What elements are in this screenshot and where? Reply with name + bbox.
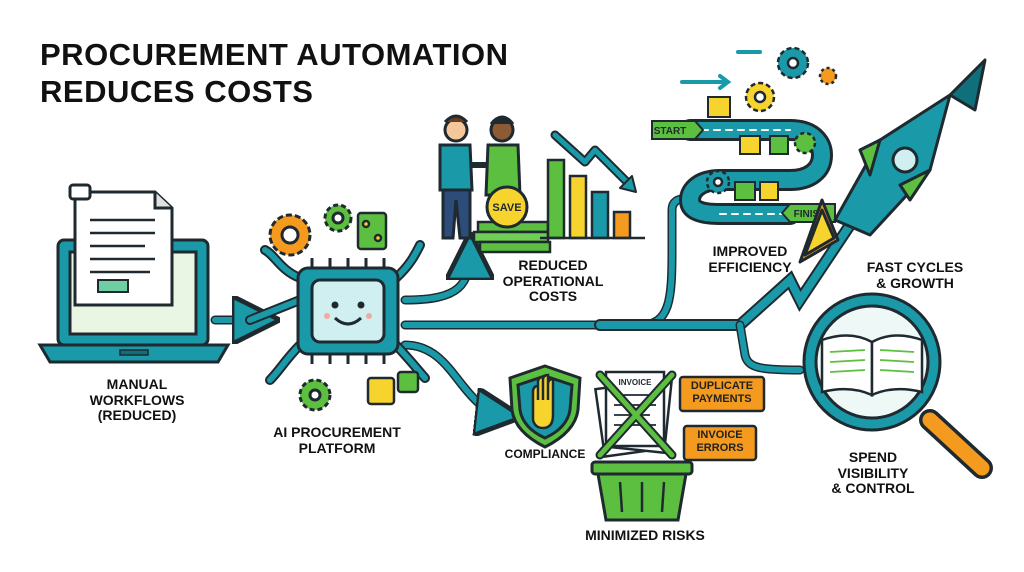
speed-arrows-icon	[680, 50, 762, 90]
label-reduced-costs: REDUCED OPERATIONAL COSTS	[502, 257, 604, 305]
label-fast-cycles: FAST CYCLES & GROWTH	[866, 259, 964, 291]
invoice-errors-text: INVOICE ERRORS	[696, 429, 744, 454]
rocket-icon	[798, 58, 987, 264]
label-ai-platform: AI PROCUREMENT PLATFORM	[273, 424, 401, 456]
gear-icon-orange	[268, 213, 312, 257]
invoice-errors-tag	[682, 424, 758, 462]
start-label: START	[654, 126, 687, 137]
gear-icon-top	[776, 46, 838, 86]
gear-icon-conveyor	[705, 81, 817, 195]
cross-mark-icon	[595, 370, 677, 460]
conveyor-belt-icon	[678, 119, 834, 225]
book-icon	[820, 334, 924, 397]
circuit-board-icon	[356, 211, 388, 251]
label-spend-visibility: SPEND VISIBILITY & CONTROL	[831, 449, 915, 497]
finish-label: FINISH	[794, 209, 827, 220]
start-tag	[651, 120, 705, 140]
gear-icon-green	[323, 203, 353, 233]
bar-chart-icon	[540, 158, 645, 240]
label-manual-workflows: MANUAL WORKFLOWS (REDUCED)	[89, 376, 185, 424]
save-label: SAVE	[492, 202, 521, 214]
save-coin-icon	[485, 185, 529, 229]
box-icons	[707, 96, 789, 201]
ai-chip-icon	[296, 258, 400, 364]
duplicate-payments-text: DUPLICATE PAYMENTS	[690, 380, 754, 405]
hand-icon	[531, 373, 555, 430]
duplicate-payments-tag	[678, 375, 766, 413]
chip-icon-small	[366, 370, 420, 406]
invoice-doc-label: INVOICE	[619, 378, 653, 387]
label-improved-efficiency: IMPROVED EFFICIENCY	[708, 243, 792, 275]
document-icon	[68, 183, 174, 307]
robot-arms	[245, 240, 430, 385]
gear-icon-small	[298, 378, 332, 412]
page-title: PROCUREMENT AUTOMATION REDUCES COSTS	[40, 37, 509, 110]
trash-bin-icon	[590, 460, 694, 522]
label-compliance: COMPLIANCE	[504, 447, 586, 461]
label-minimized-risks: MINIMIZED RISKS	[585, 527, 705, 543]
down-trend-arrow-icon	[550, 130, 637, 193]
